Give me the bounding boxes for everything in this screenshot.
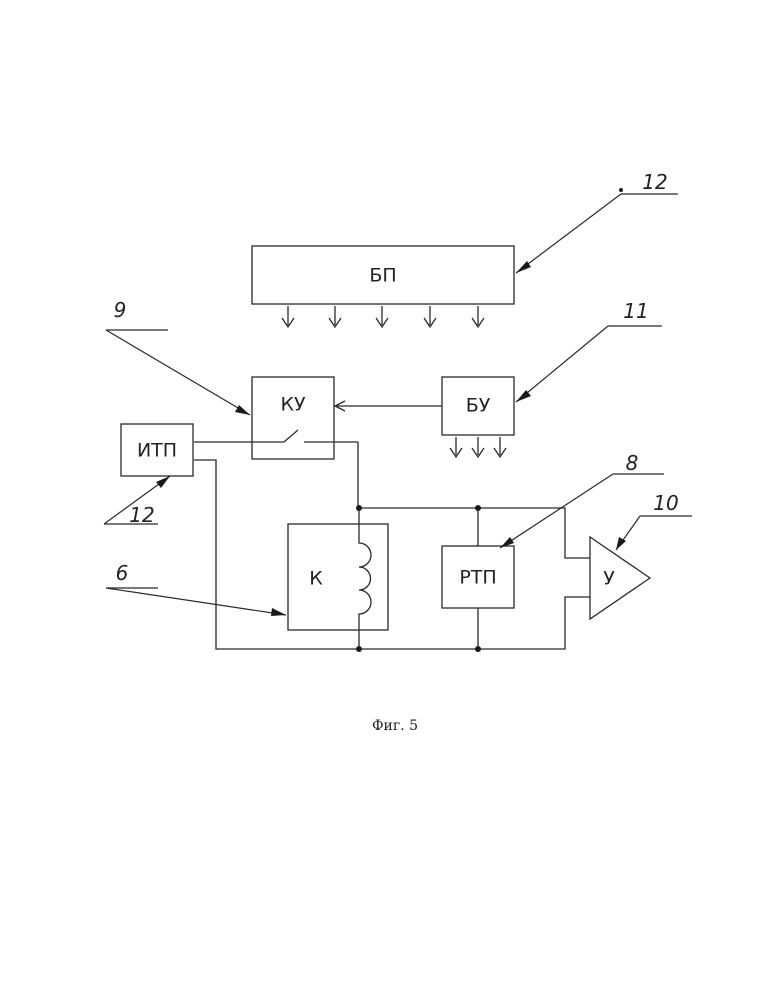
ref-label-12-top: 12: [642, 170, 667, 194]
leader-9: [106, 330, 250, 415]
main-wiring: [194, 442, 590, 649]
leader-12-top: [516, 188, 678, 273]
ref-label-6: 6: [116, 561, 129, 585]
amplifier-label: У: [603, 568, 615, 590]
pulse-source-label: ИТП: [137, 440, 177, 462]
leader-11: [516, 326, 662, 402]
control-block-outputs: [450, 437, 506, 457]
leader-10: [616, 516, 692, 550]
power-supply-label: БП: [369, 265, 396, 287]
leader-6: [106, 588, 286, 616]
leader-8: [500, 474, 664, 548]
figure-caption: Фиг. 5: [372, 718, 418, 734]
converter-block-label: РТП: [459, 567, 496, 589]
coil-block: [288, 524, 388, 630]
control-block-label: БУ: [466, 395, 491, 417]
control-line: [335, 401, 442, 411]
ref-label-9: 9: [114, 298, 127, 322]
power-supply-outputs: [282, 306, 484, 327]
ref-label-11: 11: [623, 299, 648, 323]
ref-label-12-left: 12: [129, 503, 154, 527]
ref-label-8: 8: [626, 451, 639, 475]
amplifier-triangle: [590, 537, 650, 619]
switching-unit-block: [252, 377, 334, 459]
coil-block-label: К: [309, 568, 323, 590]
switching-unit-label: КУ: [280, 394, 305, 416]
ref-label-10: 10: [653, 491, 678, 515]
